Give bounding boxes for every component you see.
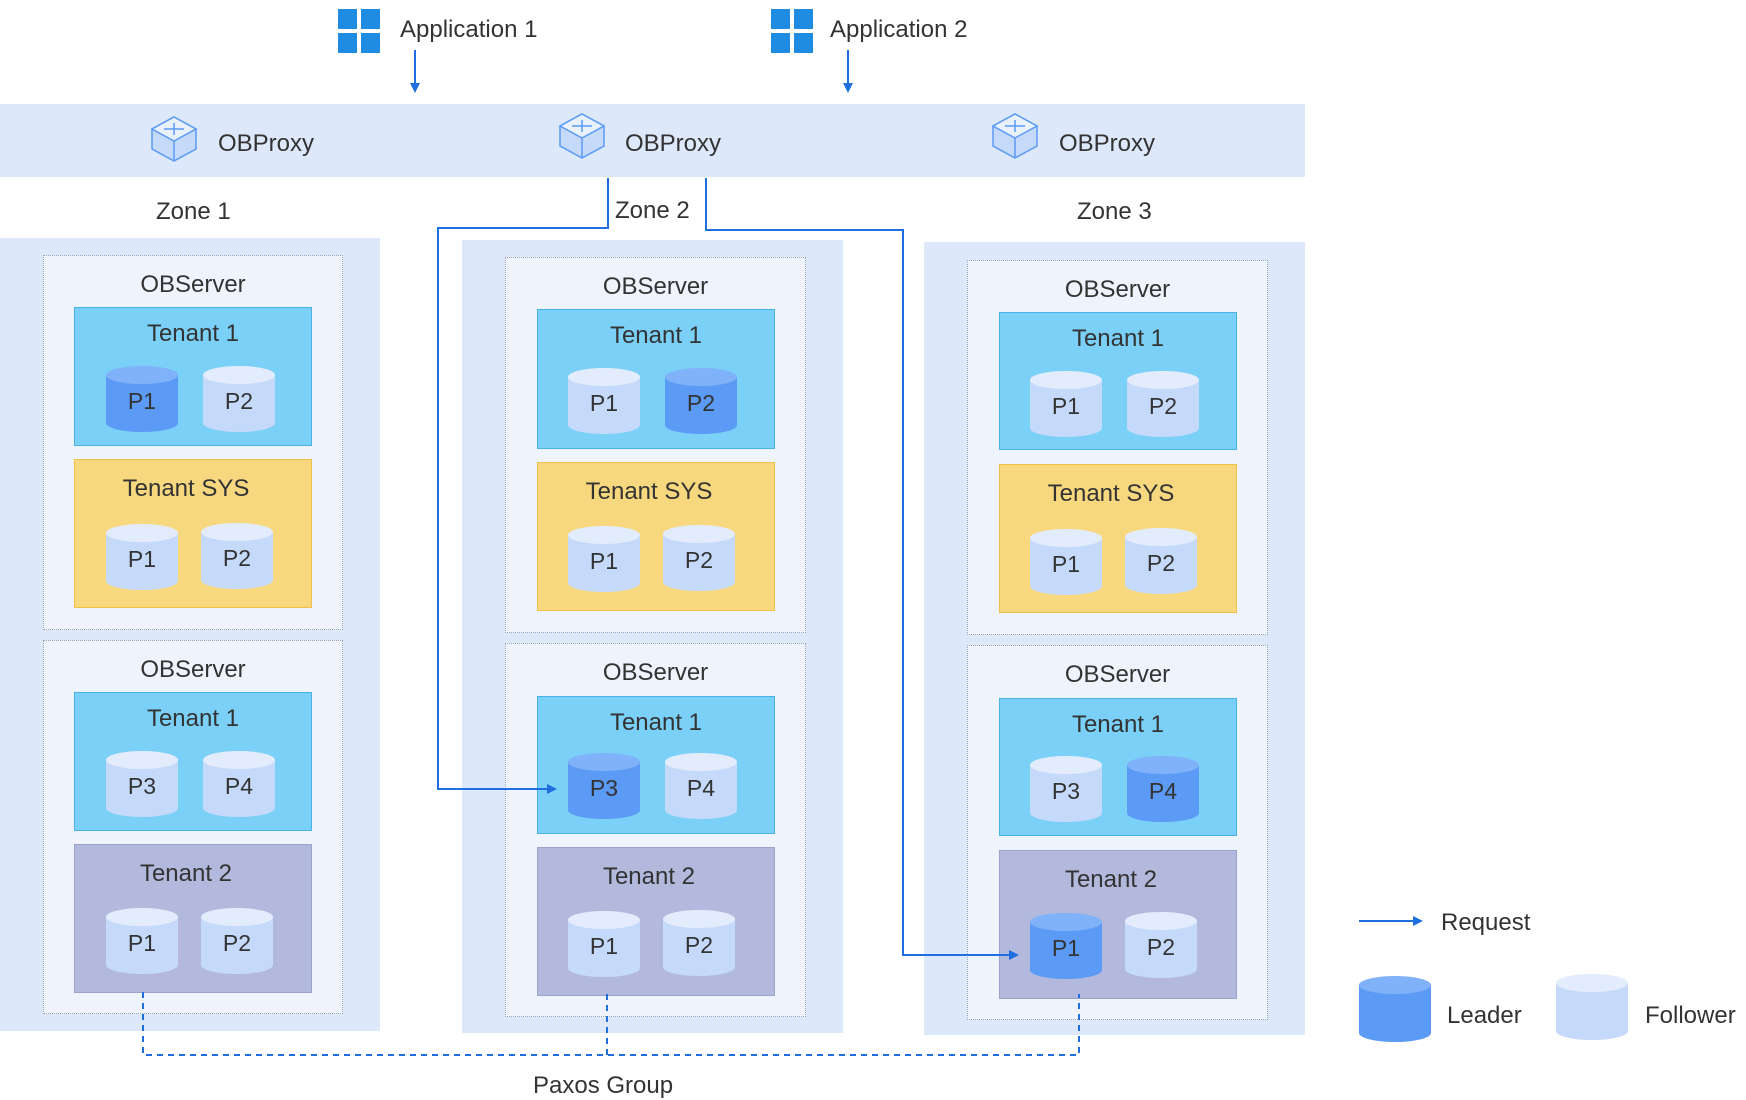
tenant-label: Tenant 2: [139, 860, 233, 887]
observer-label: OBServer: [140, 271, 246, 298]
partition-leader: P2: [664, 368, 738, 434]
partition-label: P2: [1146, 934, 1176, 960]
partition-label: P2: [1148, 393, 1178, 419]
observer-label: OBServer: [1064, 276, 1171, 303]
windows-icon: [771, 9, 813, 53]
tenant-label: Tenant 1: [146, 705, 240, 732]
tenant-label: Tenant SYS: [122, 475, 250, 502]
zone-3-label: Zone 3: [1077, 198, 1152, 225]
partition-label: P3: [1051, 778, 1081, 804]
application-1-label: Application 1: [400, 16, 538, 43]
partition-label: P2: [222, 545, 252, 571]
partition-follower: P1: [1029, 529, 1103, 595]
partition-label: P1: [1051, 935, 1081, 961]
partition-follower: P1: [105, 524, 179, 590]
partition-follower: P2: [662, 525, 736, 591]
partition-label: P1: [589, 548, 619, 574]
tenant-label: Tenant SYS: [1047, 480, 1175, 507]
tenant-label: Tenant 1: [609, 709, 703, 736]
partition-follower: P2: [1124, 528, 1198, 594]
partition-follower: P1: [1029, 371, 1103, 437]
partition-label: P1: [1051, 393, 1081, 419]
partition-label: P1: [1051, 551, 1081, 577]
observer-label: OBServer: [602, 273, 709, 300]
partition-leader: P3: [567, 753, 641, 819]
tenant-label: Tenant 1: [1071, 325, 1165, 352]
partition-leader: P4: [1126, 756, 1200, 822]
legend-request-label: Request: [1441, 909, 1531, 936]
router-icon: [558, 113, 606, 159]
tenant-label: Tenant 1: [146, 320, 240, 347]
observer-label: OBServer: [602, 659, 709, 686]
partition-label: P4: [686, 775, 716, 801]
partition-label: P4: [1148, 778, 1178, 804]
observer-label: OBServer: [140, 656, 246, 683]
partition-leader: P1: [1029, 913, 1103, 979]
partition-follower: P1: [567, 368, 641, 434]
zone-1-label: Zone 1: [156, 198, 231, 225]
legend-leader-icon: [1358, 976, 1432, 1042]
partition-follower: P2: [662, 910, 736, 976]
obproxy-2-label: OBProxy: [625, 130, 722, 157]
partition-label: P2: [222, 930, 252, 956]
obproxy-1-label: OBProxy: [218, 130, 315, 157]
partition-label: P1: [589, 933, 619, 959]
partition-label: P1: [589, 390, 619, 416]
partition-follower: P2: [200, 523, 274, 589]
partition-follower: P1: [567, 911, 641, 977]
partition-follower: P1: [105, 908, 179, 974]
partition-follower: P2: [1126, 371, 1200, 437]
obproxy-3-label: OBProxy: [1059, 130, 1156, 157]
partition-follower: P2: [1124, 912, 1198, 978]
tenant-label: Tenant 2: [602, 863, 696, 890]
router-icon: [150, 116, 198, 162]
proxy-layer: [0, 104, 1305, 177]
tenant-label: Tenant 1: [1071, 711, 1165, 738]
partition-follower: P2: [200, 908, 274, 974]
tenant-label: Tenant 1: [609, 322, 703, 349]
partition-label: P2: [684, 932, 714, 958]
partition-label: P4: [224, 773, 254, 799]
partition-label: P2: [684, 547, 714, 573]
partition-follower: P2: [202, 366, 276, 432]
partition-follower: P4: [202, 751, 276, 817]
partition-follower: P3: [105, 751, 179, 817]
partition-follower: P1: [567, 526, 641, 592]
partition-label: P3: [589, 775, 619, 801]
partition-follower: P3: [1029, 756, 1103, 822]
legend-follower-label: Follower: [1645, 1002, 1736, 1029]
paxos-group-label: Paxos Group: [533, 1072, 674, 1099]
tenant-label: Tenant SYS: [585, 478, 713, 505]
application-2-label: Application 2: [830, 16, 968, 43]
tenant-label: Tenant 2: [1064, 866, 1158, 893]
partition-label: P1: [127, 546, 157, 572]
router-icon: [991, 113, 1039, 159]
windows-icon: [338, 9, 380, 53]
legend-follower-icon: [1555, 974, 1629, 1040]
partition-follower: P4: [664, 753, 738, 819]
partition-label: P1: [127, 388, 157, 414]
legend-leader-label: Leader: [1447, 1002, 1522, 1029]
zone-2-label: Zone 2: [615, 197, 690, 224]
observer-label: OBServer: [1064, 661, 1171, 688]
partition-label: P3: [127, 773, 157, 799]
partition-label: P2: [1146, 550, 1176, 576]
partition-label: P2: [686, 390, 716, 416]
partition-label: P2: [224, 388, 254, 414]
partition-label: P1: [127, 930, 157, 956]
partition-leader: P1: [105, 366, 179, 432]
